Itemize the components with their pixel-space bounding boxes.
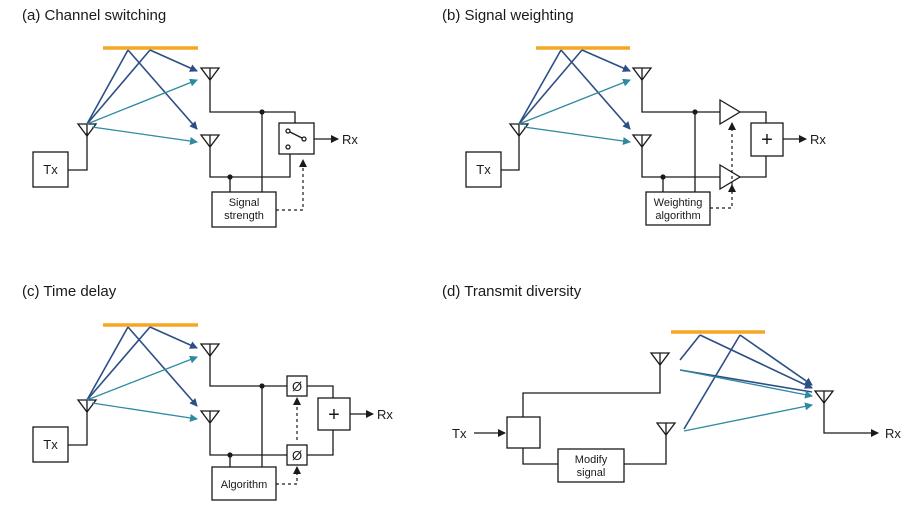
tx-box	[465, 151, 502, 188]
panel-a-title: (a) Channel switching	[22, 7, 166, 24]
panel-b: (b) Signal weighting Tx + Rx Weighting a…	[442, 7, 826, 226]
rx-label: Rx	[885, 426, 901, 441]
signal-strength-label-1: Signal	[229, 197, 260, 209]
tx-antenna-icon	[76, 399, 98, 414]
rx-antenna-2-icon	[199, 134, 221, 149]
sum-box	[750, 122, 784, 157]
splitter-box	[506, 416, 541, 449]
algorithm-label: Algorithm	[221, 479, 267, 491]
amplifier-1-icon	[719, 98, 742, 126]
panel-a: (a) Channel switching Tx Rx Signa	[22, 7, 358, 228]
rx-label: Rx	[810, 132, 826, 147]
amplifier-2-icon	[719, 163, 742, 191]
signal-strength-label-2: strength	[224, 210, 264, 222]
tx-label: Tx	[43, 162, 58, 177]
delay-icon: Ø	[292, 448, 302, 463]
rx-antenna-1-icon	[199, 67, 221, 82]
tx-box	[32, 426, 69, 463]
switch-box	[278, 122, 315, 155]
modify-label-2: signal	[577, 467, 606, 479]
rx-label: Rx	[377, 407, 393, 422]
switch-icon	[289, 131, 303, 139]
sum-icon: +	[328, 404, 340, 426]
weighting-label-1: Weighting	[654, 197, 703, 209]
tx-antenna-icon	[508, 123, 530, 138]
panel-d: (d) Transmit diversity Tx Modify signal …	[442, 283, 901, 483]
modify-label-1: Modify	[575, 454, 608, 466]
tx-antenna-icon	[76, 123, 98, 138]
panel-d-title: (d) Transmit diversity	[442, 283, 582, 300]
tx-antenna-2-icon	[655, 422, 677, 437]
tx-label: Tx	[476, 162, 491, 177]
modify-signal-box	[557, 448, 625, 483]
weighting-label-2: algorithm	[655, 210, 700, 222]
sum-icon: +	[761, 129, 773, 151]
rx-antenna-1-icon	[199, 343, 221, 358]
delay-icon: Ø	[292, 379, 302, 394]
tx-label: Tx	[43, 437, 58, 452]
sum-box	[317, 397, 351, 431]
rx-label: Rx	[342, 132, 358, 147]
tx-antenna-1-icon	[649, 352, 671, 367]
signal-strength-box	[211, 191, 277, 228]
tx-label: Tx	[452, 426, 467, 441]
panel-c: (c) Time delay Tx Ø Ø + Rx Algorithm	[22, 283, 393, 501]
rx-antenna-1-icon	[631, 67, 653, 82]
panel-b-title: (b) Signal weighting	[442, 7, 574, 24]
rx-antenna-2-icon	[199, 410, 221, 425]
rx-antenna-icon	[813, 390, 835, 405]
rx-antenna-2-icon	[631, 134, 653, 149]
panel-c-title: (c) Time delay	[22, 283, 117, 300]
